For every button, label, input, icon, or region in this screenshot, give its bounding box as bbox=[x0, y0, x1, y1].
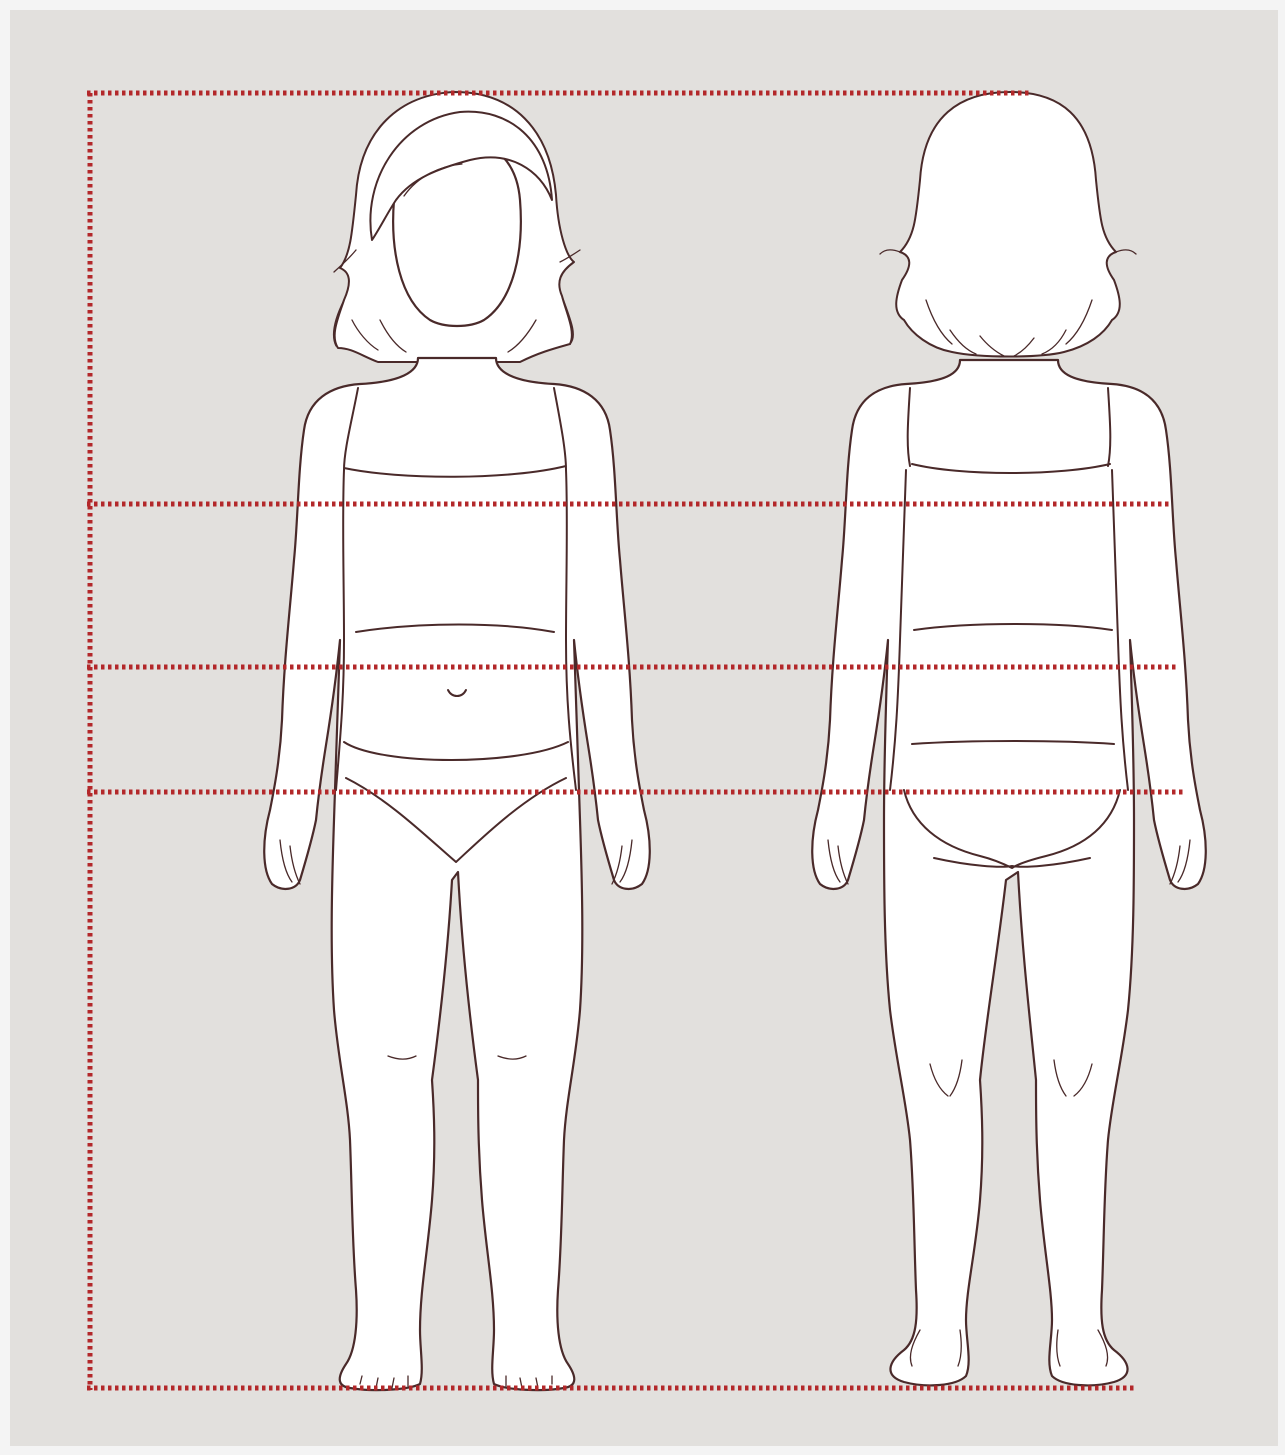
measurement-diagram bbox=[0, 0, 1285, 1455]
